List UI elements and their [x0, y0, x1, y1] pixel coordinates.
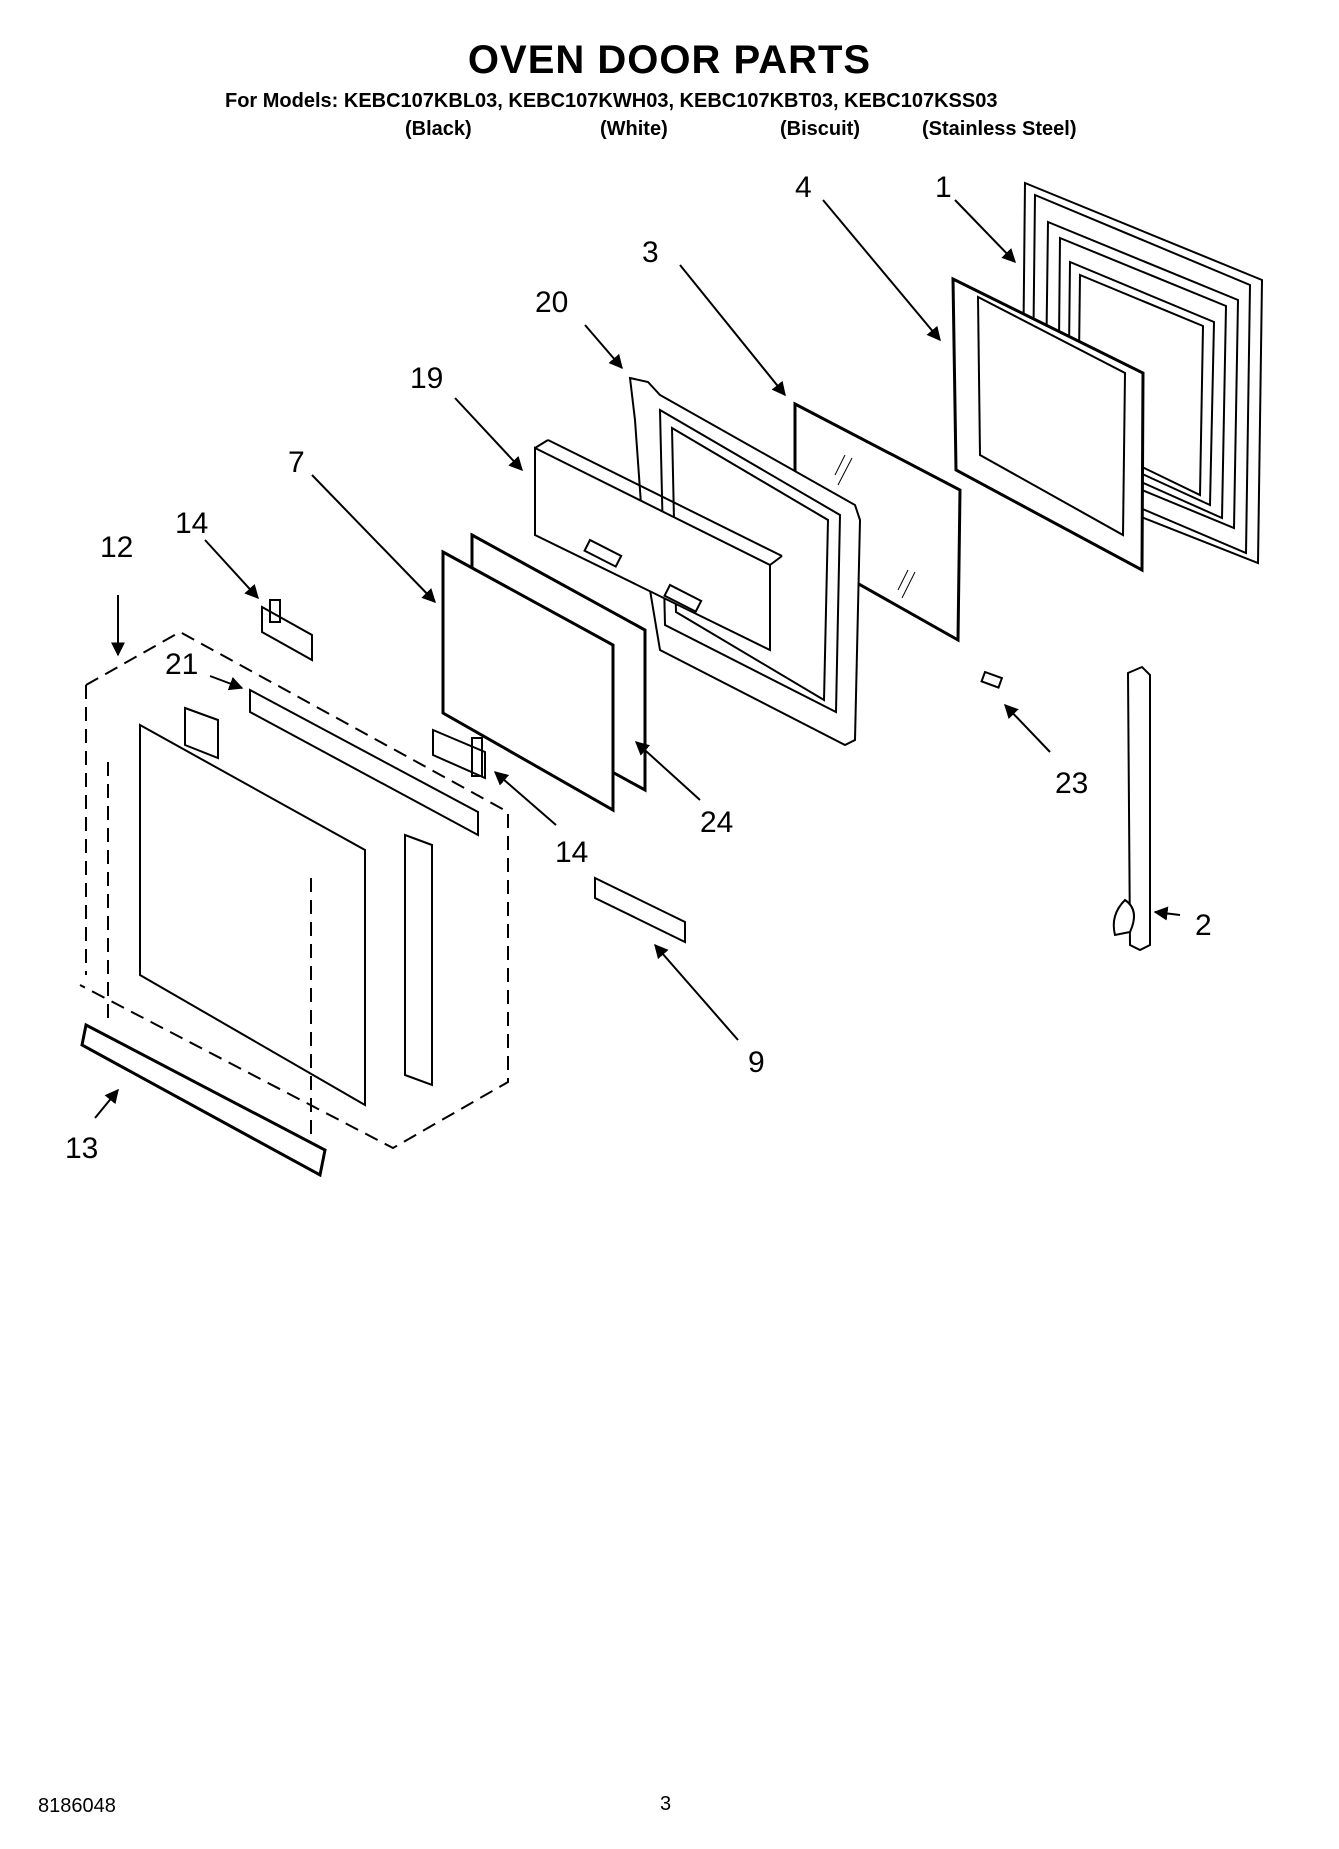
callout-leaders [94, 199, 1181, 1119]
callout-23: 23 [1055, 767, 1088, 800]
page-number: 3 [660, 1793, 672, 1815]
callout-24: 24 [700, 806, 733, 839]
part-13-door-handle [80, 1022, 327, 1178]
document-number: 8186048 [38, 1795, 116, 1817]
callout-12: 12 [100, 531, 133, 564]
callout-20: 20 [535, 286, 568, 319]
color-biscuit: (Biscuit) [780, 118, 860, 140]
callout-4: 4 [795, 171, 812, 204]
callout-9: 9 [748, 1046, 765, 1079]
callout-3: 3 [642, 236, 659, 269]
part-21-trim-strip [249, 688, 479, 837]
callout-14-lower: 14 [555, 836, 588, 869]
callout-14-upper: 14 [175, 507, 208, 540]
color-black: (Black) [405, 118, 472, 140]
part-2-door-hinge [1112, 665, 1151, 952]
callout-1: 1 [935, 171, 952, 204]
callout-7: 7 [288, 446, 305, 479]
part-7-glass-panel [441, 549, 615, 813]
part-4-door-frame [951, 276, 1145, 573]
callout-13: 13 [65, 1132, 98, 1165]
part-14-lower-hinge-bracket [432, 728, 486, 780]
part-9-vent-trim [594, 876, 686, 944]
part-14-upper-hinge-bracket [261, 599, 313, 662]
part-19-heat-shield [534, 439, 783, 652]
page-title: OVEN DOOR PARTS [467, 38, 872, 82]
color-stainless: (Stainless Steel) [922, 118, 1077, 140]
models-line: For Models: KEBC107KBL03, KEBC107KWH03, … [225, 90, 998, 112]
color-white: (White) [600, 118, 668, 140]
callout-19: 19 [410, 362, 443, 395]
callout-21: 21 [165, 648, 198, 681]
callout-2: 2 [1195, 909, 1212, 942]
part-23-clip [980, 670, 1004, 689]
part-12-door-assembly [79, 630, 509, 1150]
